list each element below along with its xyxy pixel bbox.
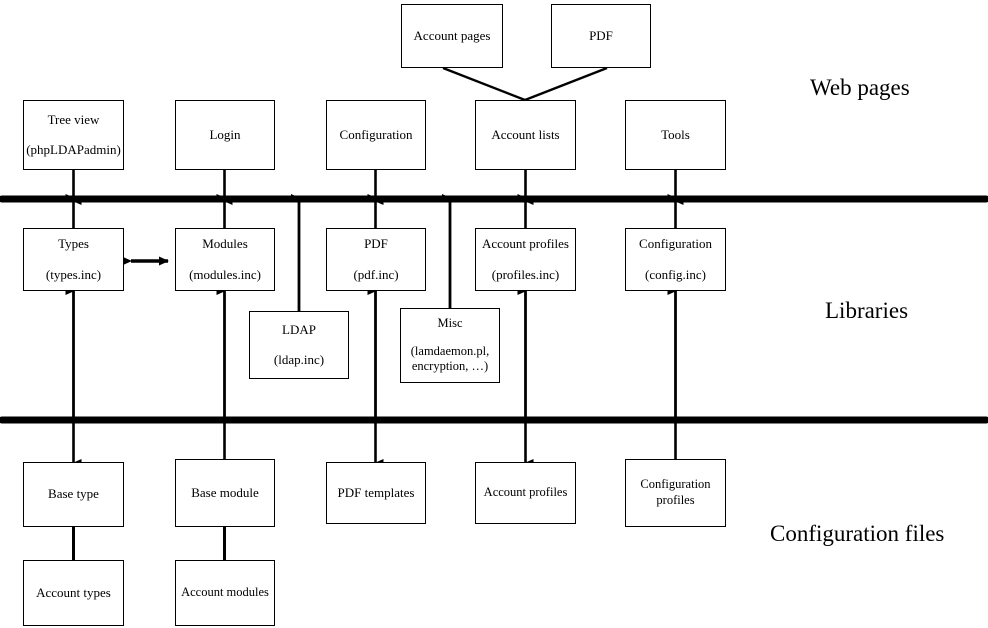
node-sublabel: (pdf.inc)	[353, 266, 399, 282]
node-configuration-page[interactable]: Configuration	[326, 100, 426, 170]
section-label-libraries: Libraries	[825, 298, 909, 323]
bar2-to-files-connectors	[72, 421, 684, 467]
node-label: LDAP	[282, 321, 316, 337]
converging-connectors	[442, 66, 608, 102]
node-label: Tree view	[47, 111, 100, 127]
node-label: Account profiles	[481, 236, 569, 252]
node-login[interactable]: Login	[175, 100, 275, 170]
layer-separator-bars	[0, 195, 988, 424]
node-sublabel: (modules.inc)	[189, 266, 261, 282]
node-label: Account profiles	[483, 485, 568, 500]
node-sublabel: (config.inc)	[644, 266, 706, 282]
library-to-bar-connectors	[65, 194, 677, 311]
node-sublabel: (ldap.inc)	[273, 352, 325, 367]
bar2-to-library-connectors	[65, 287, 677, 418]
node-tools[interactable]: Tools	[625, 100, 726, 170]
node-label: Configuration	[339, 126, 413, 142]
section-label-web-pages: Web pages	[810, 75, 910, 100]
node-label: Tools	[661, 126, 690, 142]
node-sublabel: (profiles.inc)	[491, 266, 560, 282]
node-tree-view[interactable]: Tree view (phpLDAPadmin)	[23, 100, 124, 170]
node-types-lib[interactable]: Types (types.inc)	[23, 228, 124, 291]
node-label: Modules	[202, 236, 248, 252]
node-modules-lib[interactable]: Modules (modules.inc)	[175, 228, 275, 291]
node-label: Account modules	[181, 585, 269, 600]
section-label-configuration-files: Configuration files	[770, 521, 945, 546]
node-ldap-lib[interactable]: LDAP (ldap.inc)	[249, 311, 349, 379]
node-label: Account lists	[491, 126, 560, 142]
node-label: Configuration	[640, 477, 711, 492]
node-account-types-file[interactable]: Account types	[23, 560, 124, 626]
node-label: Base type	[48, 486, 99, 502]
webpage-to-bar-connectors	[72, 170, 684, 205]
node-configuration-profiles-file[interactable]: Configuration profiles	[625, 459, 726, 527]
node-account-profiles-lib[interactable]: Account profiles (profiles.inc)	[475, 228, 576, 291]
node-label: Base module	[191, 484, 259, 500]
node-label: PDF	[364, 236, 388, 252]
node-account-profiles-file[interactable]: Account profiles	[475, 462, 576, 524]
node-account-lists[interactable]: Account lists	[475, 100, 576, 170]
node-account-modules-file[interactable]: Account modules	[175, 560, 275, 626]
node-sublabel: (types.inc)	[45, 266, 102, 282]
node-label: Configuration	[639, 236, 712, 252]
node-base-module-file[interactable]: Base module	[175, 459, 275, 527]
node-account-pages[interactable]: Account pages	[401, 4, 503, 68]
node-misc-lib[interactable]: Misc (lamdaemon.pl, encryption, …)	[400, 308, 500, 383]
node-label: Account types	[36, 584, 111, 600]
node-label: PDF	[589, 27, 613, 43]
node-pdf-lib[interactable]: PDF (pdf.inc)	[326, 228, 426, 291]
node-base-type-file[interactable]: Base type	[23, 462, 124, 527]
node-sublabel: profiles	[656, 493, 695, 507]
base-to-account-connectors	[72, 527, 226, 560]
node-label: PDF templates	[337, 484, 415, 500]
node-configuration-lib[interactable]: Configuration (config.inc)	[625, 228, 726, 291]
node-label: Login	[209, 126, 241, 142]
node-label: Account pages	[413, 27, 491, 43]
node-pdf-templates-file[interactable]: PDF templates	[326, 462, 426, 524]
node-sublabel: (lamdaemon.pl, encryption, …)	[410, 343, 490, 374]
node-sublabel: (phpLDAPadmin)	[26, 142, 121, 157]
node-pdf-top[interactable]: PDF	[551, 4, 651, 68]
node-label: Types	[58, 236, 89, 252]
node-label: Misc	[437, 316, 463, 331]
